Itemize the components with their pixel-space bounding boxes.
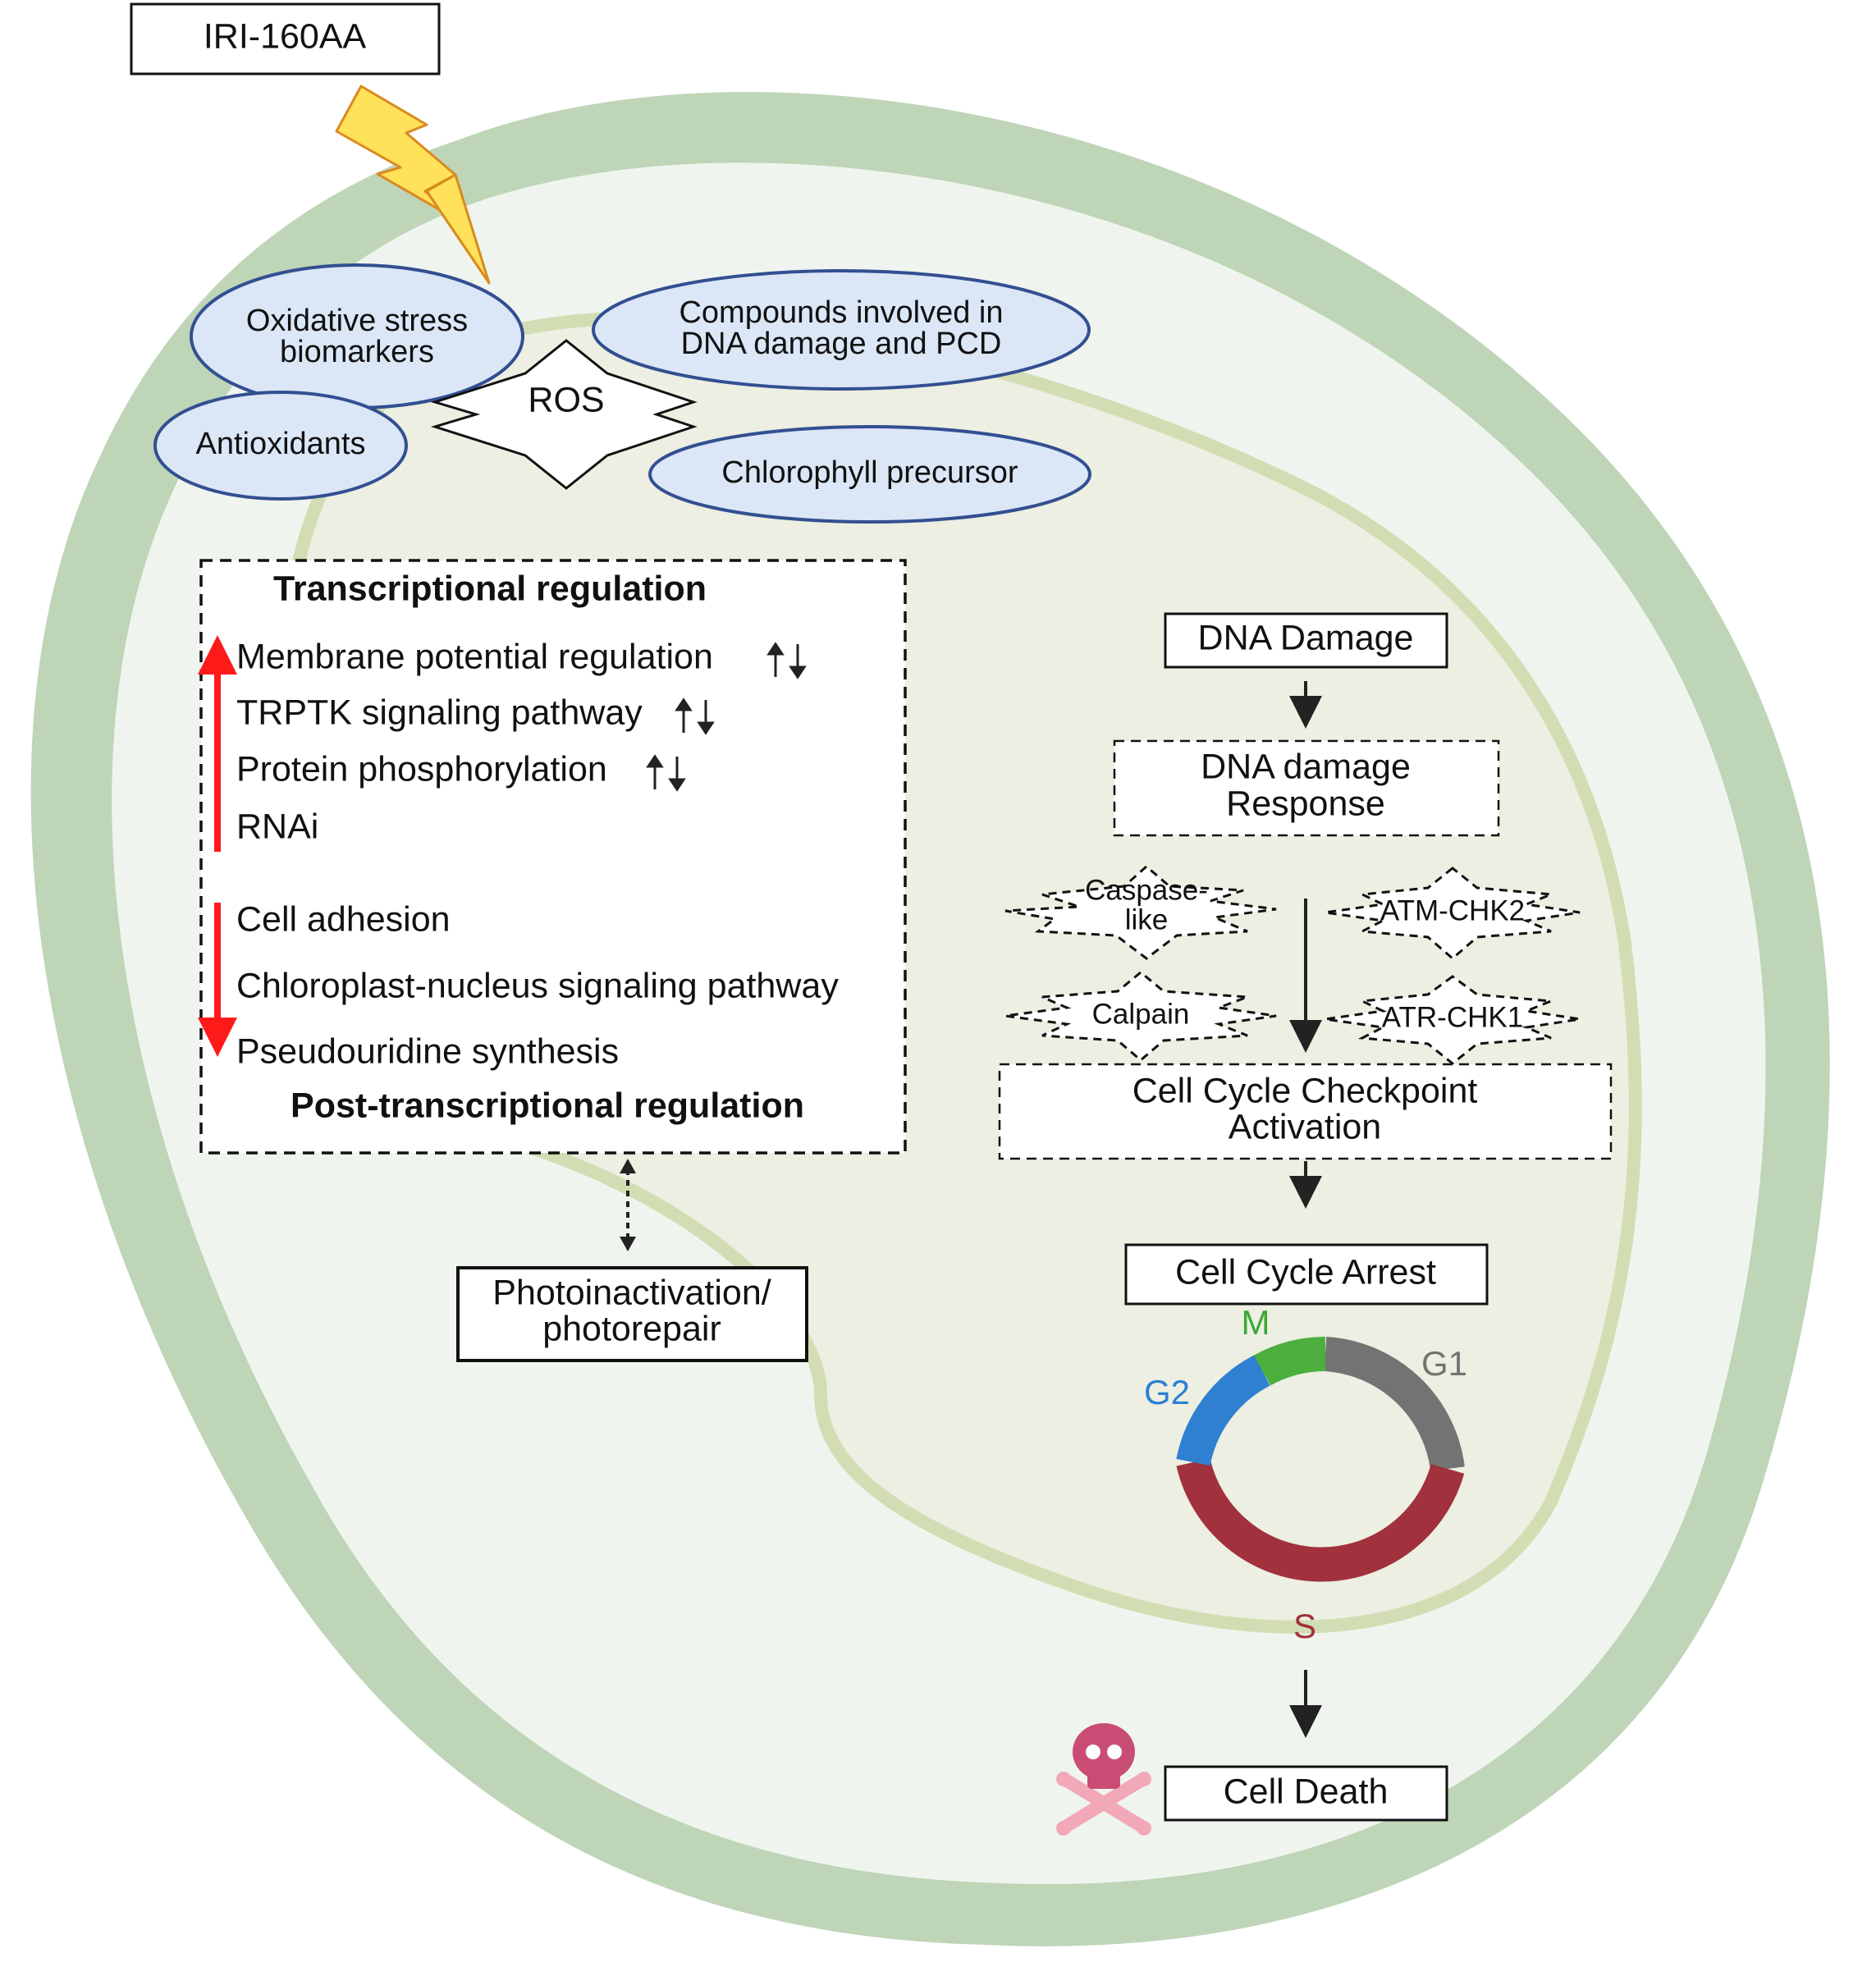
dna-damage-label: DNA Damage <box>1198 618 1414 657</box>
antioxidants-ellipse <box>153 391 408 501</box>
bidirectional-arrow-head-down <box>620 1237 636 1251</box>
cycle-segment-g2 <box>1176 1355 1271 1466</box>
up-down-arrows-icon <box>766 642 807 679</box>
oxidative-stress-line2: biomarkers <box>280 335 434 369</box>
regulation-box <box>199 559 907 1155</box>
dna-compounds-ellipse <box>592 269 1091 391</box>
calpain-label: Calpain <box>1092 998 1190 1030</box>
regulation-item: Chloroplast-nucleus signaling pathway <box>236 966 839 1005</box>
cell-death-label: Cell Death <box>1224 1772 1389 1811</box>
bidirectional-arrow-head-up <box>620 1159 636 1173</box>
phase-label-s: S <box>1293 1607 1316 1645</box>
regulation-item: Cell adhesion <box>236 899 451 939</box>
cell-cycle-ring <box>1176 1337 1465 1582</box>
atm-chk2-label: ATM-CHK2 <box>1380 894 1525 926</box>
dna-response-line1: DNA damage <box>1201 747 1411 786</box>
lightning-icon-tip <box>425 173 491 285</box>
compound-box <box>130 2 441 75</box>
regulation-item: Pseudouridine synthesis <box>236 1031 619 1071</box>
calpain-star <box>1004 971 1277 1062</box>
dna-compounds-line2: DNA damage and PCD <box>681 327 1002 361</box>
chlorophyll-ellipse <box>648 425 1091 524</box>
cell-death-box <box>1164 1765 1448 1822</box>
regulation-item: Protein phosphorylation <box>236 749 607 789</box>
cycle-segment-s <box>1176 1458 1465 1582</box>
dna-compounds-line1: Compounds involved in <box>679 295 1003 330</box>
phase-label-g2: G2 <box>1144 1373 1190 1411</box>
cell-cycle-arrest-box <box>1124 1243 1489 1306</box>
cycle-segment-g1 <box>1324 1337 1465 1472</box>
up-down-arrows-icon <box>675 697 715 735</box>
skull-crossbones-icon <box>1056 1723 1151 1836</box>
regulation-item: TRPTK signaling pathway <box>236 693 643 732</box>
caspase-line1: Caspase- <box>1085 874 1208 906</box>
caspase-line2: like <box>1125 903 1169 935</box>
regulation-items: Membrane potential regulation TRPTK sign… <box>236 637 839 1071</box>
ros-star <box>430 339 698 490</box>
cell-cycle-arrest-label: Cell Cycle Arrest <box>1175 1252 1436 1292</box>
up-down-arrows-icon <box>646 754 686 792</box>
checkpoint-box <box>998 1063 1613 1160</box>
caspase-like-star <box>1004 865 1277 960</box>
chlorophyll-label: Chlorophyll precursor <box>721 455 1018 490</box>
phase-label-m: M <box>1242 1303 1270 1342</box>
ros-label: ROS <box>528 380 604 419</box>
atr-chk1-label: ATR-CHK1 <box>1382 1001 1523 1033</box>
phase-label-g1: G1 <box>1421 1344 1467 1383</box>
regulation-item: Membrane potential regulation <box>236 637 713 676</box>
dna-damage-box <box>1164 612 1448 669</box>
checkpoint-line1: Cell Cycle Checkpoint <box>1132 1071 1478 1110</box>
photoinactivation-line1: Photoinactivation/ <box>492 1273 771 1312</box>
post-transcriptional-heading: Post-transcriptional regulation <box>291 1086 804 1125</box>
dna-response-box <box>1113 739 1500 837</box>
oxidative-stress-line1: Oxidative stress <box>246 304 468 338</box>
antioxidants-label: Antioxidants <box>195 427 365 461</box>
compound-label: IRI-160AA <box>204 16 367 56</box>
checkpoint-line2: Activation <box>1229 1107 1381 1146</box>
photoinactivation-line2: photorepair <box>542 1309 721 1348</box>
atm-chk2-star <box>1325 867 1581 960</box>
regulation-item: RNAi <box>236 807 318 846</box>
cycle-segment-m <box>1253 1337 1326 1386</box>
dna-response-line2: Response <box>1226 784 1385 823</box>
transcriptional-heading: Transcriptional regulation <box>273 569 707 608</box>
photoinactivation-box <box>456 1266 808 1362</box>
